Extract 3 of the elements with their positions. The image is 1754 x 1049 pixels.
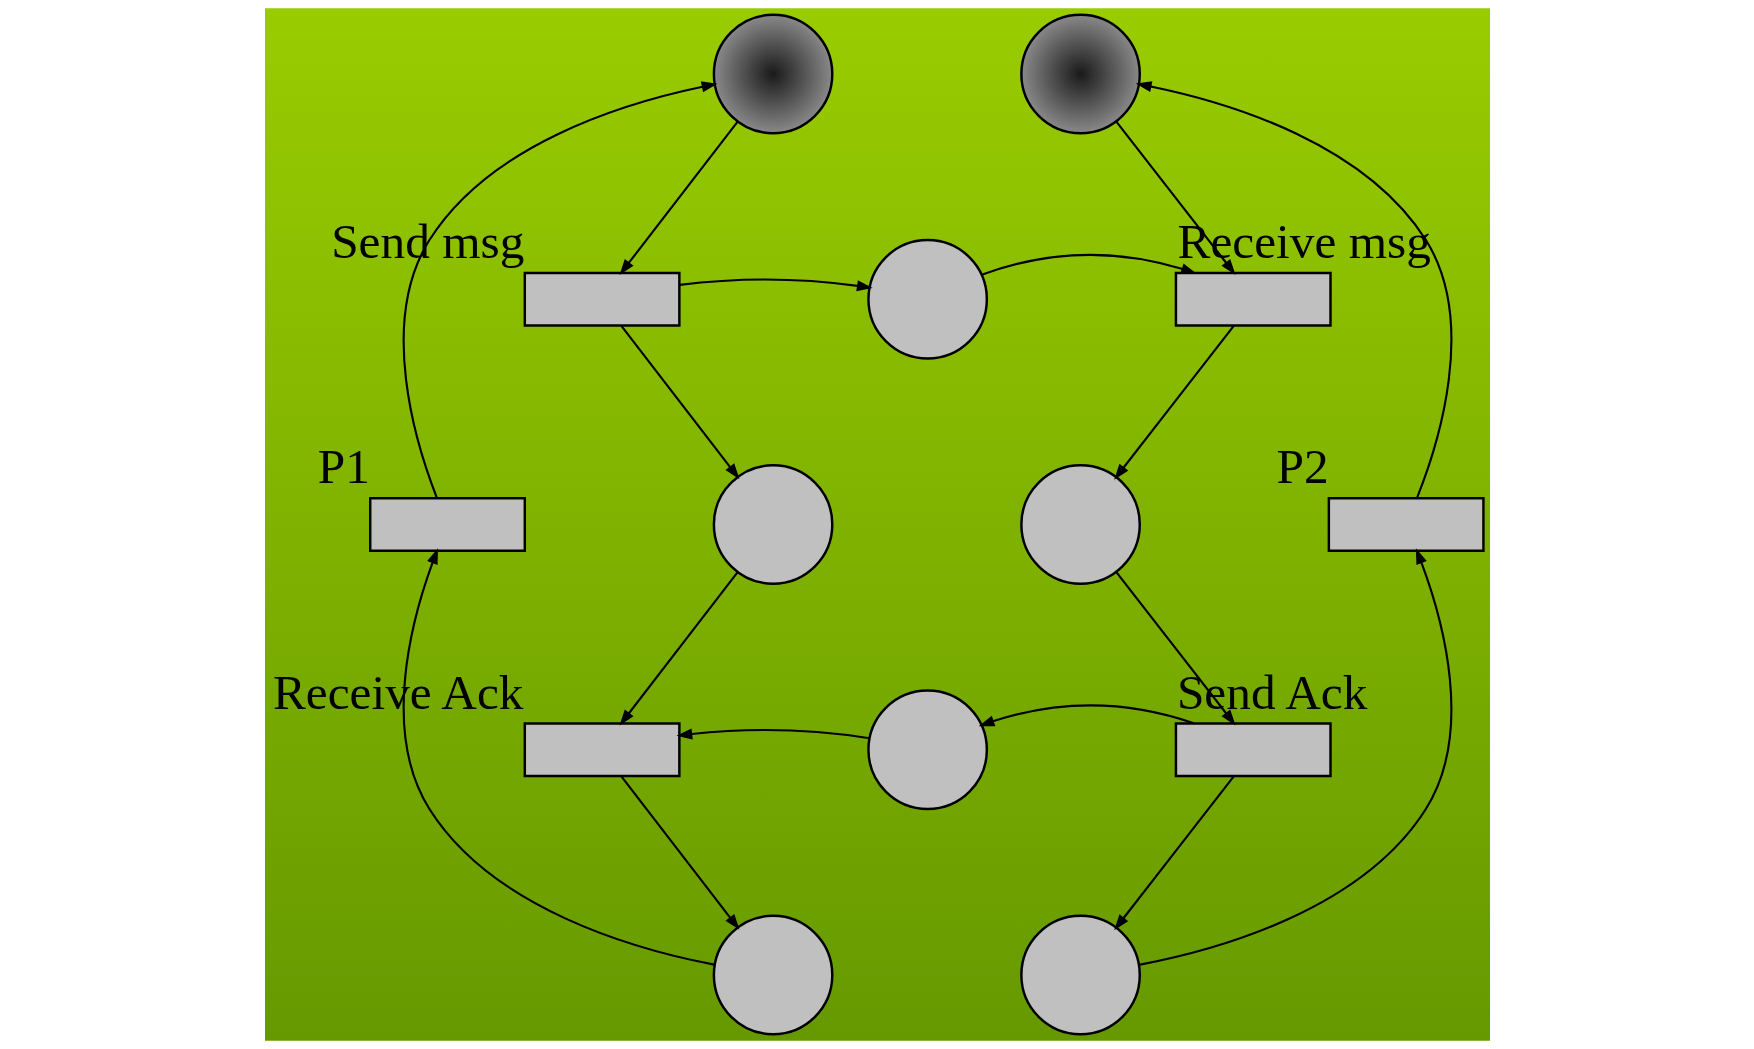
node-label: P1 <box>317 439 370 495</box>
node-label: P2 <box>1276 439 1329 495</box>
node-label: Send msg <box>330 214 524 270</box>
